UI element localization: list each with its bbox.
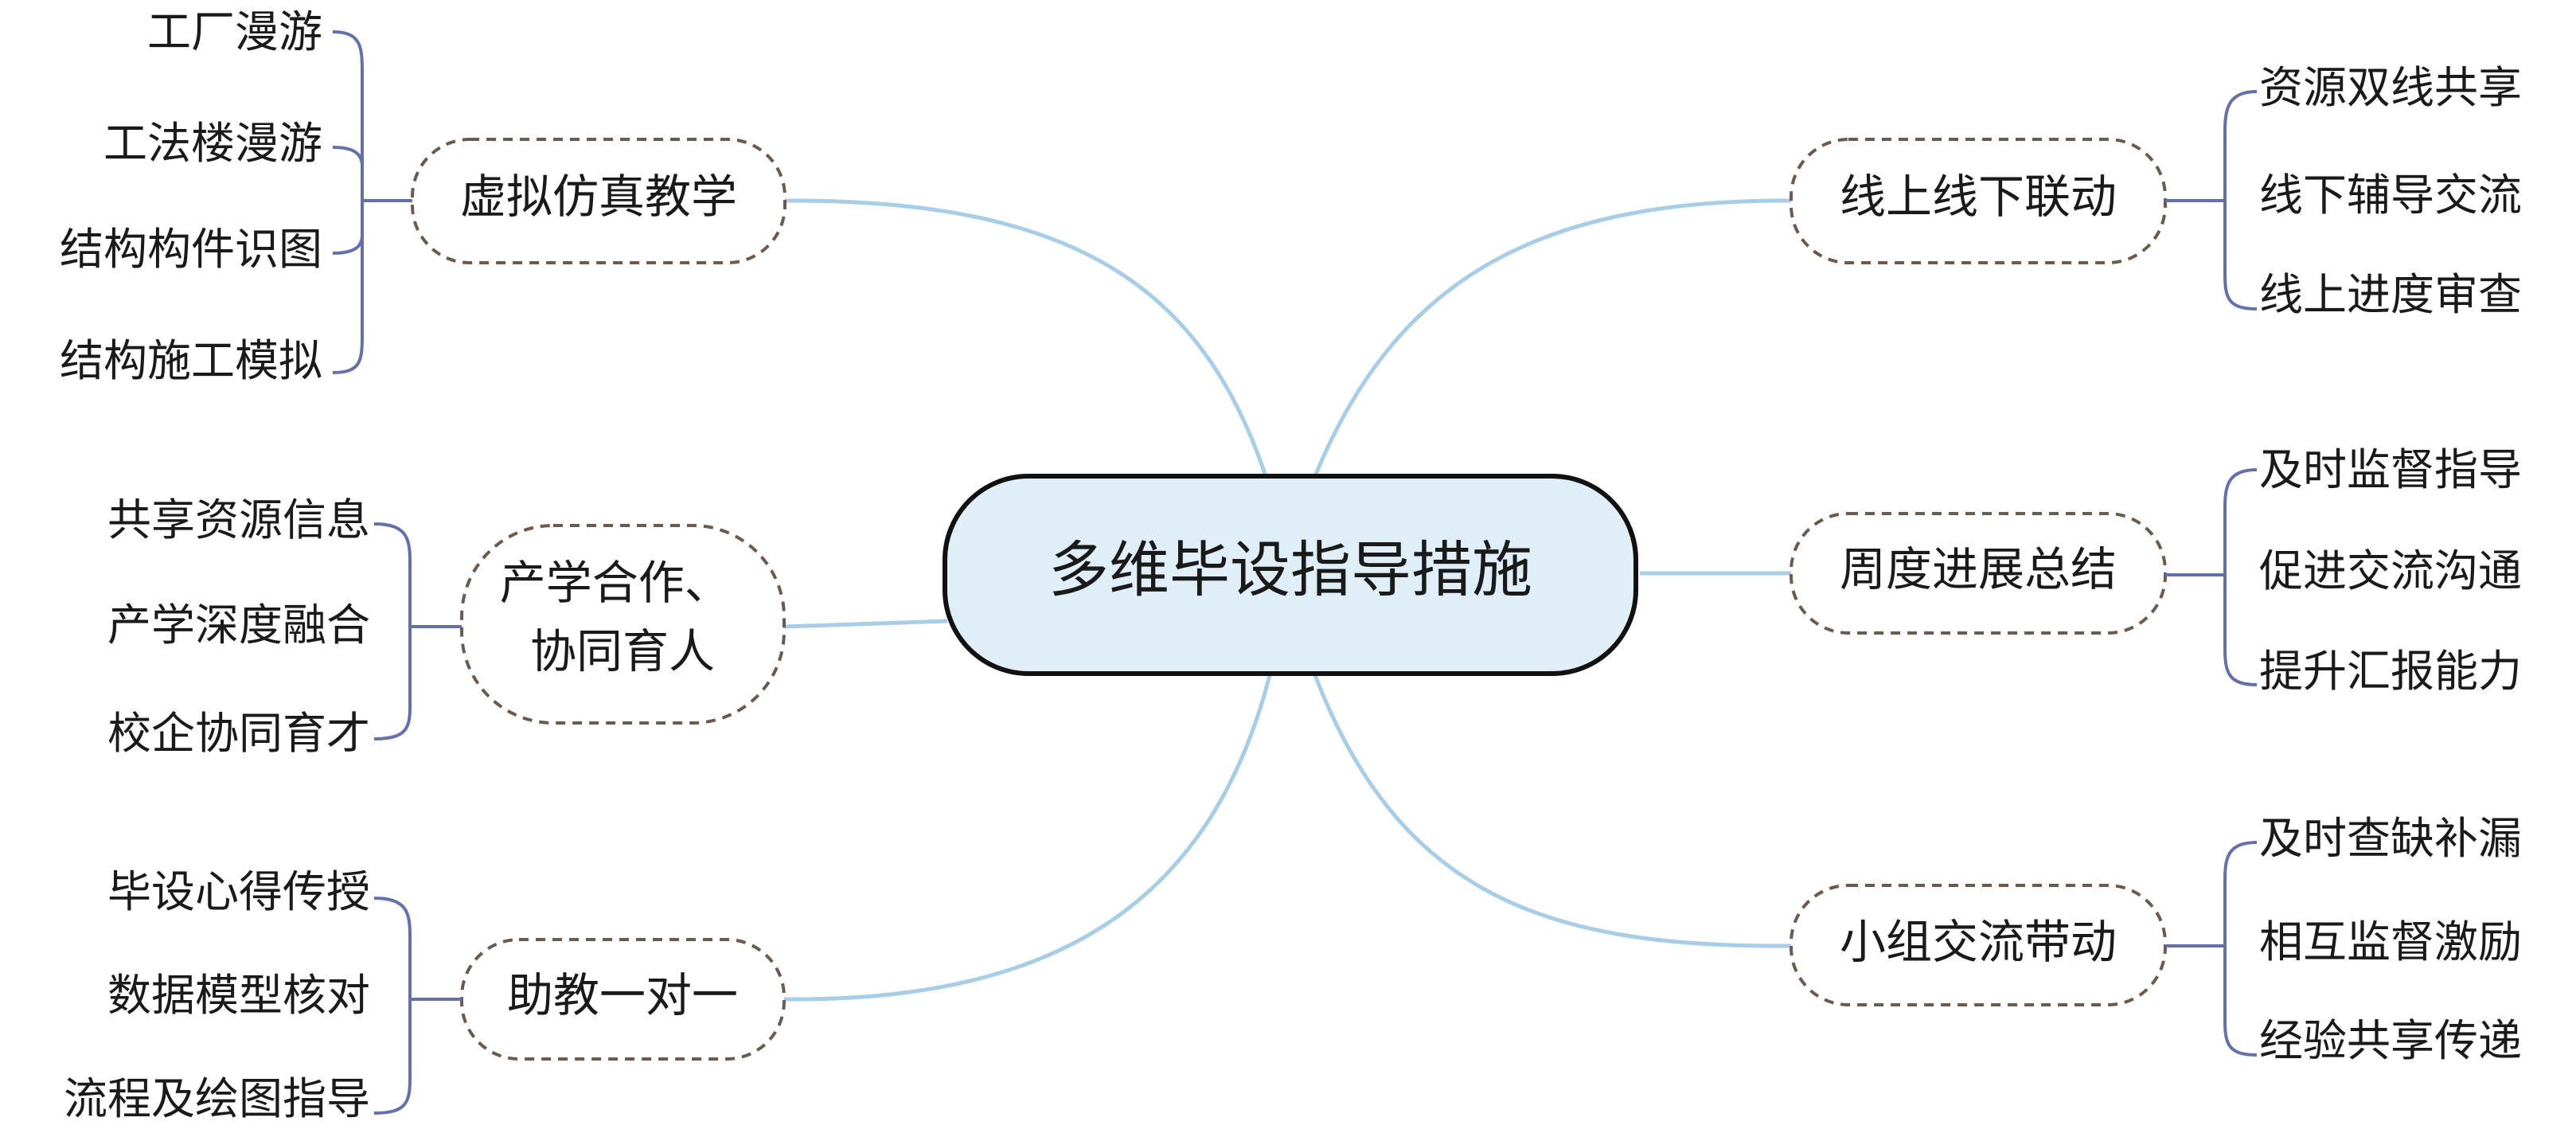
leaf-bracket: [2165, 90, 2258, 311]
leaf-item: 流程及绘图指导: [64, 1073, 370, 1124]
curve-industry: [783, 619, 948, 629]
curve-virtual-sim: [783, 198, 1268, 477]
branch-label-line: 虚拟仿真教学: [460, 170, 737, 224]
connector-curves: [783, 198, 1792, 1002]
leaf-item: 产学深度融合: [107, 600, 370, 651]
branch-node-box: [411, 138, 786, 264]
curve-online: [1313, 198, 1792, 477]
central-node: 多维毕设指导措施: [943, 474, 1638, 676]
leaf-bracket: [2165, 841, 2258, 1057]
branch-tutor: 助教一对一 毕设心得传授 数据模型核对 流程及绘图指导: [64, 866, 786, 1124]
leaf-item: 结构构件识图: [60, 224, 322, 275]
leaf-item: 经验共享传递: [2259, 1015, 2522, 1066]
leaf-item: 结构施工模拟: [60, 335, 322, 386]
branch-label: 助教一对一: [507, 968, 738, 1022]
branch-label-line: 助教一对一: [507, 968, 738, 1022]
branch-industry-edu: 产学合作、 协同育人 共享资源信息 产学深度融合 校企协同育才: [107, 494, 786, 759]
branch-online-offline: 线上线下联动 资源双线共享 线下辅导交流 线上进度审查: [1790, 62, 2522, 320]
leaf-item: 工法楼漫游: [103, 118, 322, 169]
leaf-bracket: [332, 30, 412, 374]
branch-label: 小组交流带动: [1840, 915, 2117, 969]
branch-weekly: 周度进展总结 及时监督指导 促进交流沟通 提升汇报能力: [1790, 444, 2522, 697]
leaf-item: 及时监督指导: [2259, 444, 2522, 495]
leaf-item: 相互监督激励: [2259, 916, 2522, 967]
curve-group: [1313, 674, 1792, 948]
branch-group: 小组交流带动 及时查缺补漏 相互监督激励 经验共享传递: [1790, 813, 2522, 1066]
branch-label-line: 小组交流带动: [1840, 915, 2117, 969]
leaf-item: 及时查缺补漏: [2259, 813, 2522, 864]
branch-label: 周度进展总结: [1840, 542, 2117, 596]
branch-label-line: 线上线下联动: [1840, 170, 2117, 224]
leaf-item: 线上进度审查: [2259, 269, 2522, 320]
leaf-item: 数据模型核对: [107, 970, 370, 1021]
leaf-item: 促进交流沟通: [2259, 545, 2522, 596]
branch-label-line: 周度进展总结: [1840, 542, 2117, 596]
curve-tutor: [783, 674, 1272, 1002]
branch-label-line: 协同育人: [530, 624, 715, 678]
branch-label: 虚拟仿真教学: [460, 170, 737, 224]
branch-label-line: 产学合作、: [500, 556, 731, 610]
leaf-item: 提升汇报能力: [2259, 646, 2522, 697]
leaf-item: 校企协同育才: [107, 708, 370, 759]
central-box: [943, 474, 1638, 676]
leaf-item: 毕设心得传授: [107, 866, 370, 917]
leaf-item: 工厂漫游: [147, 6, 322, 57]
branch-label: 产学合作、 协同育人: [500, 556, 745, 678]
leaf-item: 线下辅导交流: [2259, 170, 2522, 221]
branch-label: 线上线下联动: [1840, 170, 2117, 224]
branch-node-box: [460, 524, 786, 725]
leaf-item: 资源双线共享: [2259, 62, 2522, 113]
central-title: 多维毕设指导措施: [1048, 534, 1532, 605]
leaf-bracket: [373, 897, 462, 1115]
branch-virtual-sim: 虚拟仿真教学 工厂漫游 工法楼漫游 结构构件识图 结构施工模拟: [60, 6, 786, 386]
leaf-item: 共享资源信息: [107, 494, 370, 545]
leaf-bracket: [2165, 468, 2258, 686]
leaf-bracket: [373, 522, 462, 740]
